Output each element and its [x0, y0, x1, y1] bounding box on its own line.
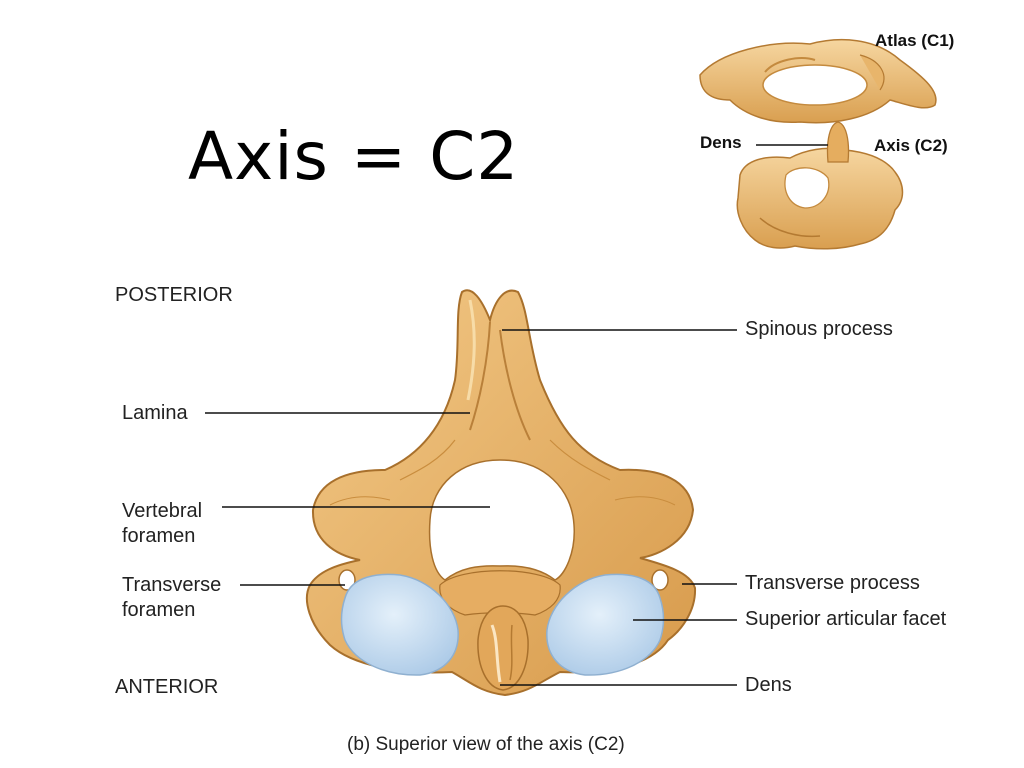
vertebral-foramen-label-line2: foramen [122, 525, 196, 547]
inset-dens [826, 121, 850, 163]
atlas-bone [699, 39, 937, 124]
dens [477, 605, 529, 691]
transverse-foramen-label-line1: Transverse [122, 574, 222, 596]
spinous-process-label: Spinous process [745, 318, 893, 340]
axis-inset-bone [736, 121, 904, 250]
atlas-label: Atlas (C1) [875, 31, 955, 50]
superior-articular-facet-left [340, 573, 459, 676]
superior-articular-facet-label: Superior articular facet [745, 608, 947, 630]
posterior-label: POSTERIOR [115, 284, 233, 306]
superior-articular-facet-right [546, 573, 665, 676]
slide-title: Axis = C2 [188, 118, 520, 195]
vertebral-foramen [428, 459, 575, 581]
vertebral-foramen-label-line1: Vertebral [122, 500, 203, 522]
axis-inset-label: Axis (C2) [874, 136, 948, 155]
transverse-foramen-right [651, 569, 669, 591]
lamina-label: Lamina [122, 402, 188, 424]
inset-dens-label: Dens [700, 133, 742, 152]
dens-label: Dens [745, 674, 792, 696]
anterior-label: ANTERIOR [115, 676, 219, 698]
figure-caption: (b) Superior view of the axis (C2) [347, 734, 625, 755]
transverse-process-label: Transverse process [745, 572, 920, 594]
transverse-foramen-label-line2: foramen [122, 599, 196, 621]
